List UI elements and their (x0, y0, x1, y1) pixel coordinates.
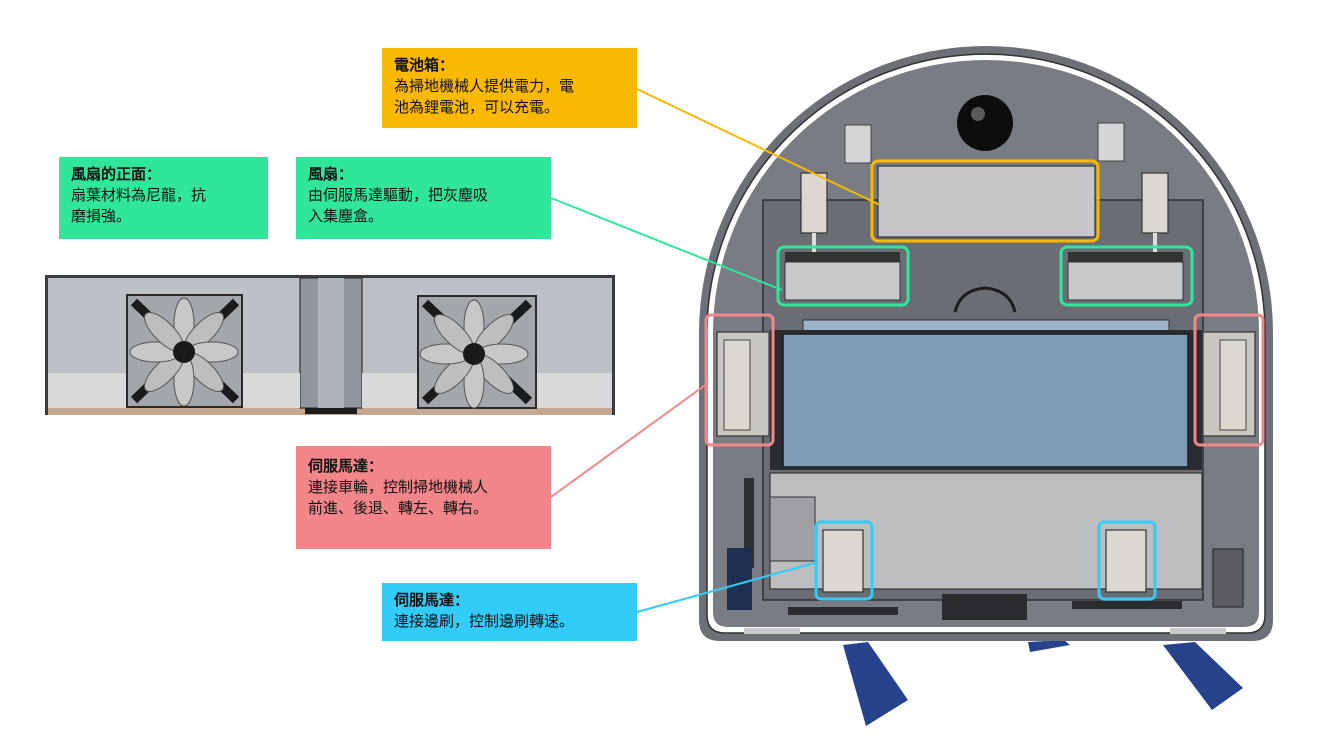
fan-front-callout: 風扇的正面： 扇葉材料為尼龍，抗 磨損強。 (59, 157, 268, 239)
wheel-motor-callout-title: 伺服馬達： (308, 457, 384, 475)
wheel-motor-callout-desc: 連接車輪，控制掃地機械人 前進、後退、轉左、轉右。 (308, 478, 489, 517)
fan-outline-right (1059, 245, 1194, 307)
leader-lines (550, 88, 881, 613)
brush-motors (822, 529, 1147, 593)
fan-left (129, 297, 239, 407)
wheel-leader (550, 382, 709, 498)
brush-motor-callout-title: 伺服馬達： (394, 591, 470, 609)
brush-motor-callout-desc: 連接邊刷，控制邊刷轉速。 (394, 612, 575, 630)
side-brush-left (843, 642, 908, 726)
brush-motor-callout: 伺服馬達： 連接邊刷，控制邊刷轉速。 (382, 583, 637, 641)
side-brush-right (1163, 642, 1243, 710)
brush-outline-left (814, 520, 874, 601)
fan-right (419, 299, 529, 409)
side-brushes (843, 640, 1243, 726)
fan-callout: 風扇： 由伺服馬達驅動，把灰塵吸 入集塵盒。 (296, 157, 551, 239)
dust-box (770, 319, 1202, 470)
battery-callout: 電池箱： 為掃地機械人提供電力，電 池為鋰電池，可以充電。 (382, 48, 637, 128)
fan-leader (550, 197, 783, 291)
sensor-ball (957, 95, 1013, 151)
fan-front-callout-desc: 扇葉材料為尼龍，抗 磨損強。 (71, 186, 207, 225)
fan-front-callout-title: 風扇的正面： (71, 165, 162, 183)
side-brush-center (1028, 640, 1070, 652)
wheel-motors (716, 331, 1256, 437)
wheel-outline-right (1193, 313, 1265, 447)
wheel-outline-left (704, 313, 775, 447)
brush-leader (636, 561, 819, 613)
wheel-motor-callout: 伺服馬達： 連接車輪，控制掃地機械人 前進、後退、轉左、轉右。 (296, 446, 551, 549)
battery-callout-desc: 為掃地機械人提供電力，電 池為鋰電池，可以充電。 (394, 77, 575, 116)
battery-box (877, 165, 1096, 238)
highlight-outlines (704, 159, 1265, 601)
fan-front-view (45, 275, 615, 415)
battery-callout-title: 電池箱： (394, 56, 455, 74)
battery-leader (636, 88, 881, 206)
fan-callout-desc: 由伺服馬達驅動，把灰塵吸 入集塵盒。 (308, 186, 489, 225)
fan-callout-title: 風扇： (308, 165, 354, 183)
brush-outline-right (1097, 520, 1157, 601)
fan-outline-left (776, 245, 910, 307)
fan-motors (784, 172, 1184, 313)
